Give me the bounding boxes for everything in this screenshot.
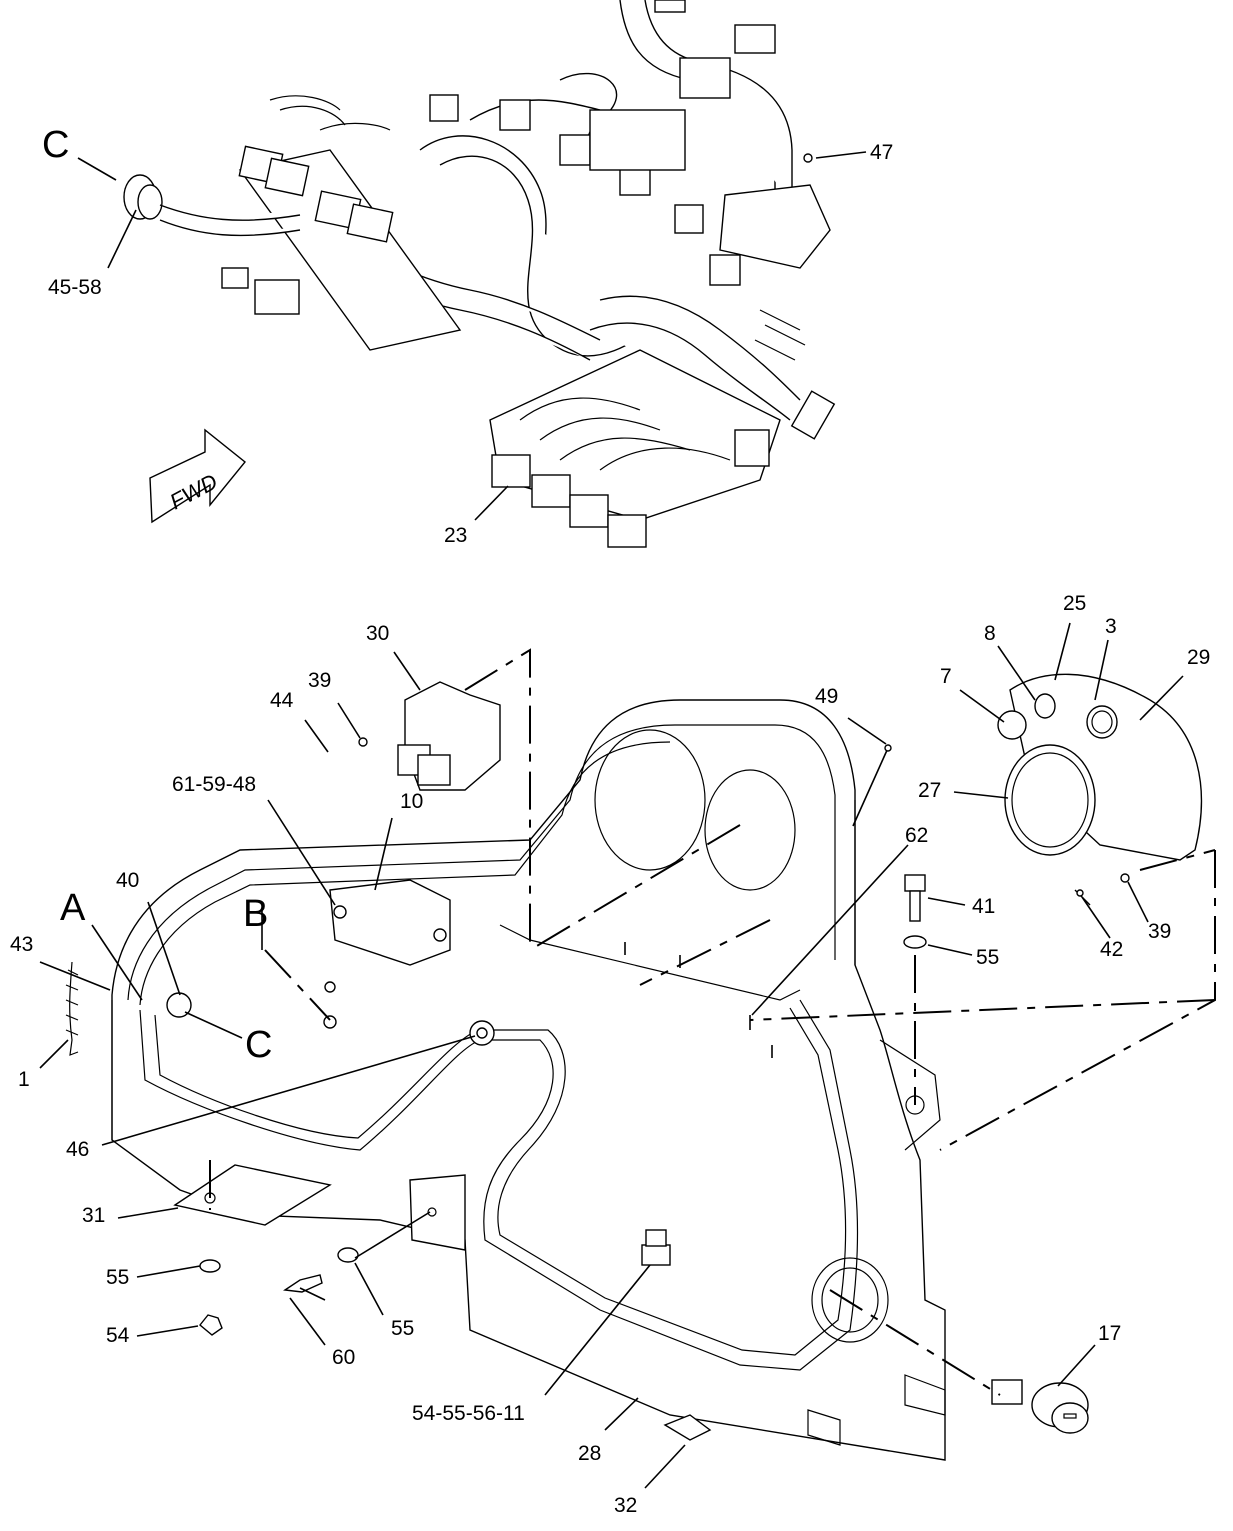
leader-lines xyxy=(39,151,1184,1489)
relay-10 xyxy=(329,879,451,966)
callout-30: 30 xyxy=(366,622,389,645)
callout-3: 3 xyxy=(1105,615,1117,638)
callout-49: 49 xyxy=(815,685,838,708)
callout-27: 27 xyxy=(918,779,941,802)
phantom-lines xyxy=(209,648,1216,1396)
callout-29: 29 xyxy=(1187,646,1210,669)
callout-23: 23 xyxy=(444,524,467,547)
callout-17: 17 xyxy=(1098,1322,1121,1345)
callout-42: 42 xyxy=(1100,938,1123,961)
callout-61-59-48: 61-59-48 xyxy=(172,773,256,796)
callout-45-58: 45-58 xyxy=(48,276,102,299)
connector-30 xyxy=(397,681,501,791)
washer-39-icon xyxy=(358,737,368,747)
callout-54-55-56-11: 54-55-56-11 xyxy=(412,1402,525,1425)
callout-55b: 55 xyxy=(106,1266,129,1289)
callout-54: 54 xyxy=(106,1324,130,1347)
callout-40: 40 xyxy=(116,869,139,892)
callout-C-mid: C xyxy=(245,1024,272,1066)
washer-55b-icon xyxy=(337,1247,359,1263)
callout-39b: 39 xyxy=(1148,920,1171,943)
callout-25: 25 xyxy=(1063,592,1086,615)
callout-B: B xyxy=(243,893,268,935)
callout-31: 31 xyxy=(82,1204,105,1227)
callout-47: 47 xyxy=(870,141,893,164)
bolt-60-icon xyxy=(283,1274,323,1293)
callout-39a: 39 xyxy=(308,669,331,692)
bolt-41 xyxy=(903,874,927,949)
washer-55-icon xyxy=(199,1259,221,1273)
callout-1: 1 xyxy=(18,1068,30,1091)
forward-arrow-icon: FWD xyxy=(149,428,246,524)
callout-7: 7 xyxy=(940,665,952,688)
callout-62: 62 xyxy=(905,824,928,847)
callout-55a: 55 xyxy=(976,946,999,969)
callout-55c: 55 xyxy=(391,1317,414,1340)
gauge-cluster xyxy=(997,673,1203,906)
nut-54-icon xyxy=(199,1314,223,1336)
wiring-harness xyxy=(123,0,836,548)
nut-44-icon xyxy=(324,981,336,993)
console-housing xyxy=(111,699,946,1461)
callout-32: 32 xyxy=(614,1494,637,1517)
callout-60: 60 xyxy=(332,1346,355,1369)
callout-8: 8 xyxy=(984,622,996,645)
callout-46: 46 xyxy=(66,1138,89,1161)
callout-41: 41 xyxy=(972,895,995,918)
ignition-switch-17 xyxy=(991,1379,1089,1434)
callout-labels: C 45-58 47 23 30 39 44 61-59-48 10 49 25… xyxy=(10,124,1210,1517)
callout-C-top: C xyxy=(42,124,69,166)
callout-10: 10 xyxy=(400,790,423,813)
callout-28: 28 xyxy=(578,1442,601,1465)
callout-A: A xyxy=(60,887,86,929)
screw-49 xyxy=(852,744,892,827)
cable-tie-43 xyxy=(65,961,79,1056)
callout-43: 43 xyxy=(10,933,33,956)
callout-44: 44 xyxy=(270,689,294,712)
